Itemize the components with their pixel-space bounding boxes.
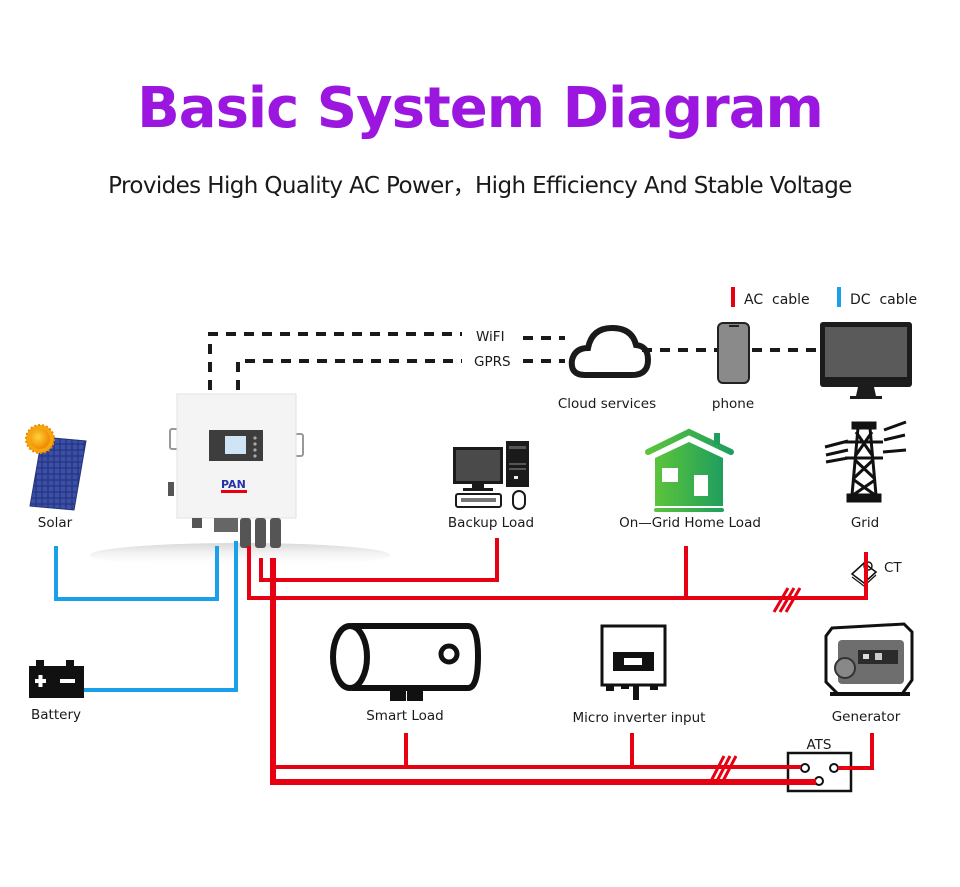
- dc-cable-swatch: [837, 287, 841, 307]
- phone-icon: [717, 322, 750, 384]
- battery-icon: [29, 660, 84, 698]
- battery-label: Battery: [31, 707, 81, 723]
- generator-label: Generator: [832, 709, 901, 725]
- inverter-screen: [225, 436, 246, 454]
- grid-ac-cable-b: [785, 552, 868, 600]
- sun-icon: [25, 424, 55, 454]
- grid-label: Grid: [851, 515, 879, 531]
- generator-trunk-ac-cable: [270, 558, 816, 785]
- gprs-line: [236, 359, 462, 390]
- mouse-icon: [512, 490, 526, 510]
- page-title: Basic System Diagram: [137, 76, 824, 141]
- solar-panel-icon: [25, 424, 87, 511]
- solar-label: Solar: [38, 515, 73, 531]
- backup-load-label: Backup Load: [448, 515, 534, 531]
- ats-label: ATS: [806, 737, 831, 753]
- water-heater-icon: [330, 623, 482, 701]
- comm-links: [208, 332, 818, 390]
- three-phase-mark-ats: [708, 755, 738, 784]
- dc-cable-label: DC cable: [850, 292, 917, 308]
- smart-load-label: Smart Load: [366, 708, 444, 724]
- solar-dc-cable: [54, 546, 219, 601]
- ac-cable-swatch: [731, 287, 735, 307]
- monitor-icon: [820, 322, 912, 399]
- dc-cables: [54, 541, 238, 692]
- battery-dc-cable: [84, 541, 238, 692]
- gprs-label: GPRS: [474, 354, 511, 370]
- page-subtitle: Provides High Quality AC Power，High Effi…: [108, 173, 852, 199]
- wifi-line: [208, 332, 462, 390]
- ac-cable-label: AC cable: [744, 292, 810, 308]
- inverter-unit: PAN: [90, 393, 390, 567]
- ac-cables: [247, 538, 874, 785]
- ats-switch: [786, 751, 853, 793]
- power-tower-icon: [824, 420, 907, 503]
- ct-label: CT: [884, 560, 902, 576]
- micro-inverter-label: Micro inverter input: [573, 710, 706, 726]
- three-phase-mark-grid: [772, 587, 802, 613]
- generator-icon: [824, 622, 914, 696]
- phone-label: phone: [712, 396, 754, 412]
- house-icon: [645, 428, 734, 512]
- home-load-label: On—Grid Home Load: [619, 515, 761, 531]
- generator-ac-cable: [838, 733, 874, 770]
- wifi-label: WiFI: [476, 329, 505, 345]
- micro-inverter-icon: [600, 624, 667, 700]
- computer-icon: [453, 441, 529, 510]
- grid-ac-cable-a: [247, 546, 785, 600]
- legend: AC cable DC cable: [731, 287, 917, 308]
- cloud-icon: [568, 324, 652, 378]
- cloud-label: Cloud services: [558, 396, 656, 412]
- backup-load-ac-cable: [259, 538, 499, 582]
- inverter-brand-logo: PAN: [221, 478, 246, 491]
